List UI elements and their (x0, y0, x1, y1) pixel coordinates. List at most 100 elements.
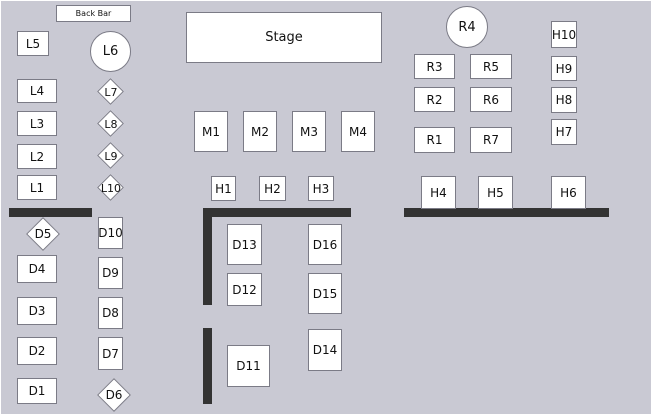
table-m2-label: M2 (251, 124, 269, 139)
table-d1[interactable]: D1 (17, 378, 57, 404)
table-h1[interactable]: H1 (211, 176, 236, 201)
table-l2-label: L2 (29, 149, 45, 164)
table-h9[interactable]: H9 (551, 56, 577, 81)
table-d10[interactable]: D10 (98, 217, 123, 249)
table-l10[interactable]: L10 (97, 174, 124, 201)
table-l6[interactable]: L6 (90, 31, 131, 72)
back-bar-label: Back Bar (75, 9, 112, 18)
table-m2[interactable]: M2 (243, 111, 277, 152)
table-r3[interactable]: R3 (414, 54, 455, 79)
table-r1-label: R1 (426, 133, 443, 147)
table-d1-label: D1 (28, 384, 46, 398)
table-d2[interactable]: D2 (17, 337, 57, 365)
table-l7[interactable]: L7 (97, 78, 124, 105)
table-h10-label: H10 (551, 27, 577, 42)
table-d8[interactable]: D8 (98, 297, 123, 329)
table-d11[interactable]: D11 (227, 345, 270, 387)
table-d9-label: D9 (102, 266, 119, 280)
table-h7[interactable]: H7 (551, 119, 577, 145)
table-r4[interactable]: R4 (446, 6, 488, 48)
table-d15-label: D15 (312, 286, 338, 301)
wall-center-lower-vertical (203, 328, 212, 404)
table-d10-label: D10 (98, 226, 123, 240)
table-d7[interactable]: D7 (98, 337, 123, 370)
table-l7-label: L7 (104, 85, 118, 99)
wall-left (9, 208, 92, 217)
wall-right (404, 208, 609, 217)
table-h4[interactable]: H4 (421, 176, 456, 209)
table-r7-label: R7 (483, 133, 499, 147)
table-d6[interactable]: D6 (97, 378, 131, 412)
table-l1[interactable]: L1 (17, 175, 57, 200)
wall-center-upper-vertical (203, 208, 212, 305)
table-l2[interactable]: L2 (17, 144, 57, 169)
table-d4[interactable]: D4 (17, 255, 57, 283)
table-r7[interactable]: R7 (470, 127, 512, 153)
table-l3[interactable]: L3 (17, 111, 57, 136)
table-r2[interactable]: R2 (414, 87, 455, 112)
table-h10[interactable]: H10 (551, 21, 577, 48)
table-r6[interactable]: R6 (470, 87, 512, 112)
table-d14[interactable]: D14 (308, 329, 342, 371)
table-h3[interactable]: H3 (308, 176, 334, 201)
table-m1-label: M1 (202, 124, 220, 139)
table-l1-label: L1 (29, 180, 45, 195)
stage-label: Stage (265, 30, 303, 45)
table-d16-label: D16 (312, 237, 338, 252)
table-h5[interactable]: H5 (478, 176, 513, 209)
table-r4-label: R4 (458, 19, 476, 35)
table-m3[interactable]: M3 (292, 111, 326, 152)
table-d11-label: D11 (236, 359, 261, 373)
table-h6-label: H6 (560, 185, 577, 200)
table-m4[interactable]: M4 (341, 111, 375, 152)
table-d6-label: D6 (105, 388, 123, 402)
table-l9[interactable]: L9 (97, 142, 124, 169)
table-d8-label: D8 (102, 306, 119, 320)
table-h7-label: H7 (555, 125, 573, 139)
table-l6-label: L6 (102, 44, 119, 59)
table-h2[interactable]: H2 (259, 176, 286, 201)
table-d13[interactable]: D13 (227, 224, 262, 265)
stage[interactable]: Stage (186, 12, 382, 63)
table-h4-label: H4 (430, 185, 447, 200)
table-d9[interactable]: D9 (98, 257, 123, 289)
table-r5-label: R5 (483, 59, 499, 74)
table-l8-label: L8 (104, 117, 118, 131)
table-d14-label: D14 (312, 343, 338, 357)
table-d5[interactable]: D5 (26, 217, 60, 251)
table-l5[interactable]: L5 (17, 31, 49, 56)
table-r1[interactable]: R1 (414, 127, 455, 153)
table-m1[interactable]: M1 (194, 111, 228, 152)
table-h5-label: H5 (487, 185, 504, 200)
wall-center-top (203, 208, 351, 217)
table-h1-label: H1 (215, 181, 232, 196)
table-d13-label: D13 (232, 237, 257, 252)
table-d12-label: D12 (232, 282, 257, 297)
table-l5-label: L5 (25, 36, 41, 51)
table-l10-label: L10 (100, 181, 122, 195)
table-d16[interactable]: D16 (308, 224, 342, 265)
table-d7-label: D7 (102, 346, 119, 361)
table-l4[interactable]: L4 (17, 79, 57, 103)
table-h8-label: H8 (555, 93, 573, 107)
table-r5[interactable]: R5 (470, 54, 512, 79)
table-d3[interactable]: D3 (17, 297, 57, 325)
table-h3-label: H3 (312, 181, 330, 196)
table-d15[interactable]: D15 (308, 273, 342, 314)
table-l9-label: L9 (104, 149, 118, 163)
table-d4-label: D4 (28, 262, 46, 276)
table-h6[interactable]: H6 (551, 176, 586, 209)
table-h8[interactable]: H8 (551, 87, 577, 113)
table-l3-label: L3 (29, 116, 45, 131)
table-r2-label: R2 (426, 92, 443, 107)
table-m3-label: M3 (300, 124, 318, 139)
table-m4-label: M4 (349, 124, 367, 139)
table-h2-label: H2 (264, 181, 281, 196)
table-r3-label: R3 (426, 59, 443, 74)
table-d3-label: D3 (28, 304, 46, 318)
table-l8[interactable]: L8 (97, 110, 124, 137)
back-bar[interactable]: Back Bar (56, 5, 131, 22)
table-h9-label: H9 (555, 61, 573, 76)
table-l4-label: L4 (29, 84, 45, 98)
table-d12[interactable]: D12 (227, 273, 262, 306)
